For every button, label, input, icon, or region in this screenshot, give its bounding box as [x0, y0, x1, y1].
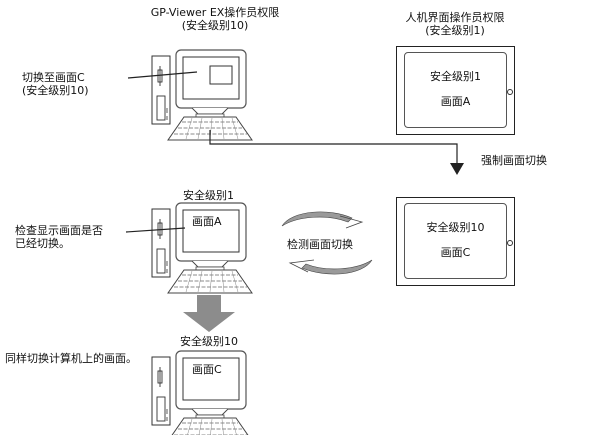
pc-middle-level-label: 安全级别1 — [183, 189, 234, 202]
hmi-panel-middle: 安全级别10 画面C — [396, 197, 515, 286]
pc-bottom-level-label: 安全级别10 — [180, 335, 238, 348]
force-switch-label: 强制画面切换 — [481, 154, 547, 167]
annotation-leader-middle — [125, 227, 186, 233]
switch-annotation-line1: 切换至画面C — [22, 71, 85, 84]
hmi-top-screen-name: 画面A — [440, 95, 471, 108]
hmi-indicator-icon — [507, 240, 513, 246]
pc-operator-title-line1: GP-Viewer EX操作员权限 — [150, 6, 280, 19]
curved-arrow-bottom-icon — [301, 259, 373, 275]
hmi-screen-middle: 安全级别10 画面C — [404, 203, 507, 279]
force-switch-connector — [209, 130, 458, 164]
force-switch-arrowhead-icon — [450, 163, 464, 175]
hmi-middle-screen-name: 画面C — [440, 246, 471, 259]
hmi-operator-title-line1: 人机界面操作员权限 — [405, 11, 505, 24]
hmi-screen-top: 安全级别1 画面A — [404, 52, 507, 128]
hmi-indicator-icon — [507, 89, 513, 95]
check-annotation-line1: 检查显示画面是否 — [15, 224, 103, 237]
switch-annotation: 切换至画面C (安全级别10) — [22, 71, 89, 97]
mini-window-icon — [209, 65, 233, 85]
big-down-arrow-icon — [183, 295, 235, 332]
same-switch-annotation: 同样切换计算机上的画面。 — [5, 352, 137, 365]
check-annotation: 检查显示画面是否 已经切换。 — [15, 224, 103, 250]
check-annotation-line2: 已经切换。 — [15, 237, 70, 250]
annotation-leader-top — [127, 71, 198, 79]
pc-top-icon — [151, 49, 253, 141]
hmi-middle-level: 安全级别10 — [426, 221, 485, 234]
switch-annotation-line2: (安全级别10) — [22, 84, 89, 97]
curved-arrow-top-icon — [281, 211, 353, 227]
pc-middle-screen-name: 画面A — [192, 215, 222, 228]
pc-operator-title: GP-Viewer EX操作员权限 (安全级别10) — [130, 6, 300, 32]
hmi-operator-title: 人机界面操作员权限 (安全级别1) — [375, 11, 535, 37]
pc-operator-title-line2: (安全级别10) — [181, 19, 249, 32]
detect-switch-label: 检测画面切换 — [287, 238, 353, 251]
hmi-top-level: 安全级别1 — [430, 70, 481, 83]
pc-bottom-screen-name: 画面C — [192, 363, 222, 376]
hmi-operator-title-line2: (安全级别1) — [425, 24, 485, 37]
hmi-panel-top: 安全级别1 画面A — [396, 46, 515, 135]
